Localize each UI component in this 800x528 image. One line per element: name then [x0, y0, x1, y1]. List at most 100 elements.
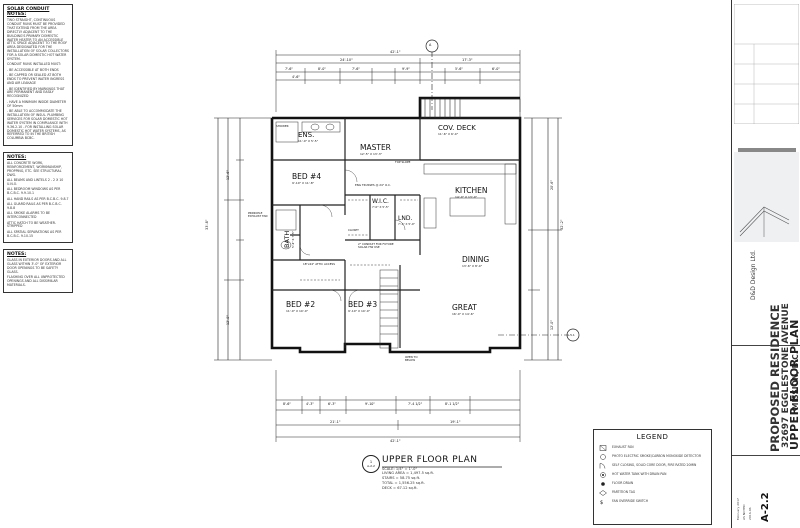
notes-column: SOLAR CONDUIT NOTES: TWO STRAIGHT, CONTI… — [3, 4, 73, 299]
room-kitchen: KITCHEN 14'-0" X 13'-0" — [455, 186, 488, 199]
floor-drain-icon — [598, 481, 608, 487]
legend-item: PHOTO ELECTRIC SMOKE/CARBON MONOXIDE DET… — [594, 452, 711, 461]
door-swings — [299, 169, 406, 302]
solar-notes-heading: SOLAR CONDUIT NOTES: — [7, 7, 50, 17]
dim-label: 24'-10" — [340, 58, 353, 62]
note-line: ALL HAND RAILS AS PER B.C.B.C. 9.8.7 — [7, 196, 69, 201]
sheet-title: UPPER FLOOR PLAN — [788, 319, 800, 450]
revision-table — [734, 4, 799, 124]
stairs — [379, 269, 399, 349]
note-line: - BE ABLE TO ACCOMMODATE THE INSTALLATIO… — [7, 109, 68, 141]
plan-title-block: UPPER FLOOR PLAN SCALE: 1/4" = 1'-0" LIV… — [382, 455, 552, 491]
callout-exhaust-fan: PRINCIPLE EXHAUST FAN — [248, 211, 268, 219]
plan-title-bubble: 1 A-2.2 — [362, 455, 380, 473]
note-line: - HAVE A MINIMUM INSIDE DIAMETER OF 50mm — [7, 99, 67, 108]
water-tank-icon — [598, 471, 608, 478]
note-line: ALL CONCRETE WORK, REINFORCEMENT, WORKMA… — [7, 160, 62, 177]
deck-railing — [420, 98, 521, 119]
note-line: CONDUIT RUNS INSTALLED MUST: — [7, 62, 61, 67]
dim-label: 33'-8" — [205, 219, 209, 230]
project-name: PROPOSED RESIDENCE — [768, 304, 782, 452]
room-bed-2: BED #2 11'-0" X 10'-0" — [286, 300, 316, 313]
dim-label: 8'-1 1/2" — [445, 402, 460, 406]
room-bed-3: BED #3 9'-10" X 10'-0" — [348, 300, 378, 313]
dim-label: 9'-10" — [365, 402, 375, 406]
fire-door-icon — [598, 462, 608, 469]
room-cov-deck: COV. DECK 11'-6" X 6'-0" — [438, 124, 476, 136]
dim-label: 8'-6" — [283, 402, 291, 406]
callout-trusses: ENG TRUSSES @ 24" O.C. — [355, 183, 391, 187]
company-logo-icon — [739, 206, 790, 237]
legend-item: EXHAUST FAN — [594, 443, 711, 452]
section-mark-label: A — [429, 43, 432, 47]
dim-label: 7'-4 1/2" — [408, 402, 423, 406]
svg-text:$: $ — [600, 500, 603, 505]
sheet-number: A-2.2 — [760, 492, 771, 522]
callout-conduit: 2" CONDUIT FOR FUTURE SOLAR HW USE — [358, 242, 394, 250]
callout-open-to-below: OPEN TO BELOW — [405, 355, 418, 363]
legend-title: LEGEND — [636, 433, 669, 441]
room-ens: ENS. 11'-0" X 5'-5" — [298, 131, 319, 143]
legend-item: SELF CLOSING, SOLID CORE DOOR, FIRE RATE… — [594, 461, 711, 470]
glass-notes-heading: NOTES: — [7, 252, 27, 258]
title-underline — [382, 466, 502, 468]
company-area — [734, 152, 799, 242]
general-notes-heading: NOTES: — [7, 154, 27, 160]
callout-attic-access: 18"x24" ATTIC ACCESS — [303, 262, 336, 266]
plan-area: TOTAL = 1,556.25 sq.ft. — [382, 481, 425, 485]
legend-item: $ FAN OVERRIDE SWITCH — [600, 498, 649, 505]
glass-notes: NOTES: GLASS IN EXTERIOR DOORS AND ALL G… — [3, 249, 73, 293]
note-line: ALL GUARD RAILS AS PER B.C.B.C. 9.8.8 — [7, 201, 62, 210]
interior-walls — [272, 118, 520, 348]
dim-label: 42'-1" — [390, 50, 401, 54]
dim-label: 12'-0" — [226, 315, 230, 325]
closet-shelving — [300, 199, 418, 281]
note-line: TWO STRAIGHT, CONTINUOUS CONDUIT RUNS MU… — [7, 18, 69, 62]
floor-plan-drawing — [214, 39, 580, 442]
room-wic: W.I.C. 7'-0" X 5'-5" — [372, 198, 389, 209]
bath-fixtures — [275, 209, 297, 250]
section-marker-top — [425, 39, 439, 53]
legend-item: HOT WATER TANK WITH DRAIN PAN — [594, 470, 711, 479]
dim-label: 12'-6" — [226, 170, 230, 180]
callout-closet: CLOSET — [348, 228, 359, 232]
ensuite-fixtures — [275, 121, 341, 143]
dim-label: 6'-0" — [492, 67, 500, 71]
section-marker-right — [566, 328, 580, 342]
dim-label: 7'-6" — [352, 67, 360, 71]
solar-notes: SOLAR CONDUIT NOTES: TWO STRAIGHT, CONTI… — [3, 4, 73, 146]
legend-item: FLOOR DRAIN — [594, 479, 711, 488]
company-name: D&D Design Ltd. — [750, 250, 757, 300]
title-block: DESIGNED BY D&D Design Ltd. PROPOSED RES… — [731, 0, 800, 528]
dim-label: 4'-6" — [292, 75, 300, 79]
smoke-detector-icon — [598, 453, 608, 460]
job-number: 2016-06 — [748, 507, 752, 520]
dim-label: 42'-1" — [390, 439, 401, 443]
dim-label: 4'-3" — [306, 402, 314, 406]
note-line: GLASS IN EXTERIOR DOORS AND ALL GLASS WI… — [7, 258, 67, 274]
room-bed-4: BED #4 9'-10" X 11'-8" — [292, 172, 322, 185]
note-line: - BE CAPPED OR SEALED AT BOTH ENDS TO PR… — [7, 73, 65, 86]
note-line: ATTIC HATCH TO BE WEATHER-STRIPPED — [7, 220, 57, 229]
callout-shower: SHOWER — [276, 124, 289, 128]
legend-item: PARTITION TAG — [594, 488, 711, 497]
dim-label: 5'-6" — [455, 67, 463, 71]
dim-label: 19'-1" — [450, 420, 461, 424]
dim-label: 32'-2" — [560, 219, 564, 230]
room-lnd: LND. 7'-1" X 5'-0" — [398, 215, 415, 226]
legend: LEGEND EXHAUST FAN PHOTO ELECTRIC SMOKE/… — [593, 429, 712, 525]
note-line: - BE IDENTIFIED BY MARKINGS THAT ARE PER… — [7, 86, 65, 99]
plan-area: STAIRS = 58.75 sq.ft. — [382, 476, 421, 480]
partition-tag-icon — [598, 489, 608, 496]
note-line: ALL SPATIAL SEPARATIONS AS PER B.C.B.C. … — [7, 229, 62, 238]
dim-label: 20'-6" — [550, 180, 554, 190]
dim-label: 8'-0" — [318, 67, 326, 71]
drawing-date: February 2017 — [736, 498, 740, 520]
general-notes: NOTES: ALL CONCRETE WORK, REINFORCEMENT,… — [3, 151, 73, 244]
note-line: ALL BEAMS AND LINTELS 2 - 2 X 10 U.N.O. — [7, 177, 64, 186]
plan-area: LIVING AREA = 1,497.5 sq.ft. — [382, 471, 435, 475]
plan-scale: SCALE: 1/4" = 1'-0" — [382, 467, 418, 471]
plan-title: UPPER FLOOR PLAN — [382, 455, 478, 465]
dim-label: 7'-6" — [285, 67, 293, 71]
